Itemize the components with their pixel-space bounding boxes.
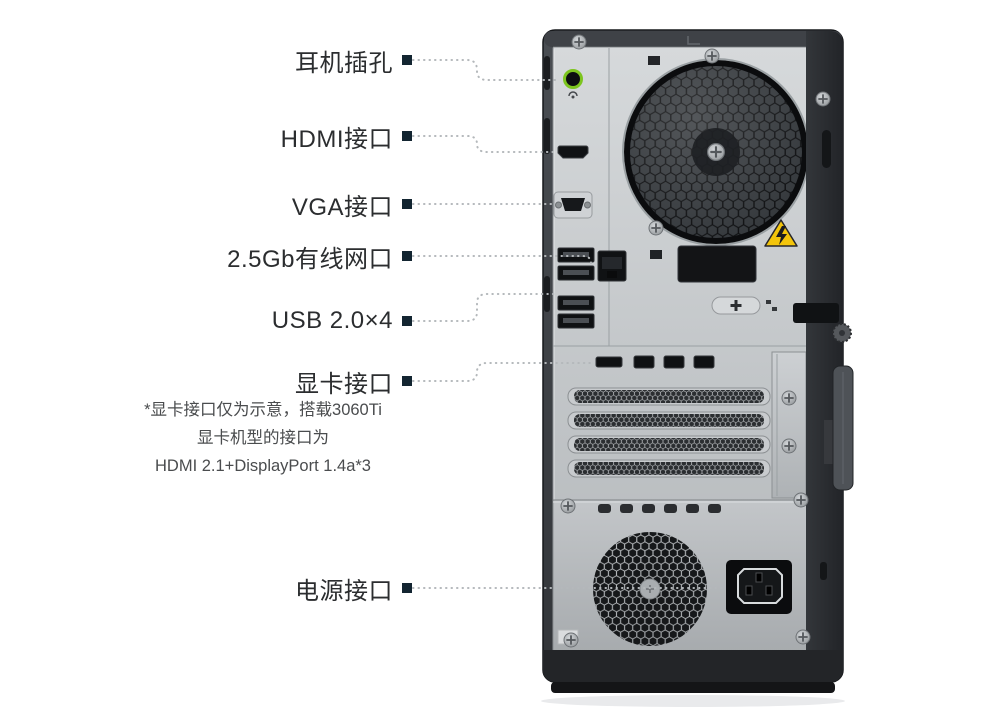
slot-bracket bbox=[771, 351, 807, 499]
hdmi-port bbox=[557, 145, 589, 159]
psu-panel bbox=[552, 499, 808, 658]
vent-cutout bbox=[677, 245, 757, 283]
leader-lines bbox=[412, 59, 723, 589]
leader-headphone bbox=[412, 59, 561, 81]
screw-icon bbox=[795, 629, 811, 645]
screw-icon bbox=[648, 220, 664, 236]
audio-jack-port bbox=[563, 69, 583, 99]
annotation-vga-port-label: VGA接口 bbox=[291, 193, 393, 221]
usb-ports bbox=[557, 247, 595, 329]
annotation-ethernet-port-label: 2.5Gb有线网口 bbox=[227, 245, 393, 273]
annotation-ethernet-port: 2.5Gb有线网口 bbox=[0, 241, 412, 273]
annotation-gpu-port-label: 显卡接口 bbox=[295, 370, 393, 398]
lightning-bolt-icon bbox=[776, 226, 787, 245]
fan-center-screw bbox=[706, 142, 726, 162]
annotation-marker bbox=[402, 251, 412, 261]
screw-icon bbox=[781, 390, 797, 406]
annotation-marker bbox=[402, 131, 412, 141]
gpu-note-line-3: HDMI 2.1+DisplayPort 1.4a*3 bbox=[155, 457, 371, 475]
annotation-marker bbox=[402, 199, 412, 209]
annotation-marker bbox=[402, 583, 412, 593]
gpu-port-footnote: *显卡接口仅为示意，搭载3060Ti 显卡机型的接口为 HDMI 2.1+Dis… bbox=[88, 396, 438, 480]
annotation-vga-port: VGA接口 bbox=[0, 189, 412, 221]
chassis-base bbox=[543, 650, 843, 682]
annotation-hdmi-port-label: HDMI接口 bbox=[280, 125, 393, 153]
leader-hdmi bbox=[412, 135, 557, 153]
screw-icon bbox=[563, 632, 579, 648]
annotation-hdmi-port: HDMI接口 bbox=[0, 121, 412, 153]
annotation-power-inlet-label: 电源接口 bbox=[295, 577, 393, 605]
annotation-marker bbox=[402, 55, 412, 65]
vga-port bbox=[553, 191, 593, 219]
tower-rear bbox=[542, 29, 854, 693]
annotation-headphone-jack-label: 耳机插孔 bbox=[295, 49, 393, 77]
leader-ethernet bbox=[412, 255, 592, 267]
leader-usb bbox=[412, 293, 555, 322]
screw-slot-plate bbox=[711, 296, 761, 315]
chassis-fan-grille bbox=[622, 58, 810, 246]
tower-shadow bbox=[541, 695, 845, 707]
top-corner-mark bbox=[687, 36, 700, 45]
screw-icon bbox=[571, 34, 587, 50]
gpu-note-line-2: 显卡机型的接口为 bbox=[197, 429, 329, 447]
screw-icon bbox=[781, 438, 797, 454]
annotation-gpu-port: 显卡接口 bbox=[0, 366, 412, 398]
screw-icon bbox=[704, 48, 720, 64]
thumbscrew bbox=[832, 323, 852, 343]
warning-sticker bbox=[764, 219, 798, 247]
gpu-note-line-1: *显卡接口仅为示意，搭载3060Ti bbox=[144, 401, 382, 419]
gpu-video-ports bbox=[595, 355, 715, 369]
annotation-usb-ports-label: USB 2.0×4 bbox=[271, 307, 393, 334]
chassis-foot bbox=[551, 682, 835, 693]
screw-icon bbox=[560, 498, 576, 514]
side-edge bbox=[806, 31, 843, 681]
annotation-marker bbox=[402, 376, 412, 386]
power-inlet bbox=[726, 560, 792, 614]
screw-icon bbox=[815, 91, 831, 107]
latch-tab bbox=[793, 303, 839, 323]
annotation-usb-ports: USB 2.0×4 bbox=[0, 306, 412, 336]
psu-top-vents bbox=[598, 504, 721, 513]
card-holder-handle bbox=[824, 365, 854, 491]
annotation-marker bbox=[402, 316, 412, 326]
screw-icon bbox=[793, 492, 809, 508]
ethernet-port bbox=[597, 250, 627, 282]
annotation-headphone-jack: 耳机插孔 bbox=[0, 45, 412, 77]
expansion-slot-covers bbox=[567, 387, 771, 478]
annotation-power-inlet: 电源接口 bbox=[0, 573, 412, 605]
